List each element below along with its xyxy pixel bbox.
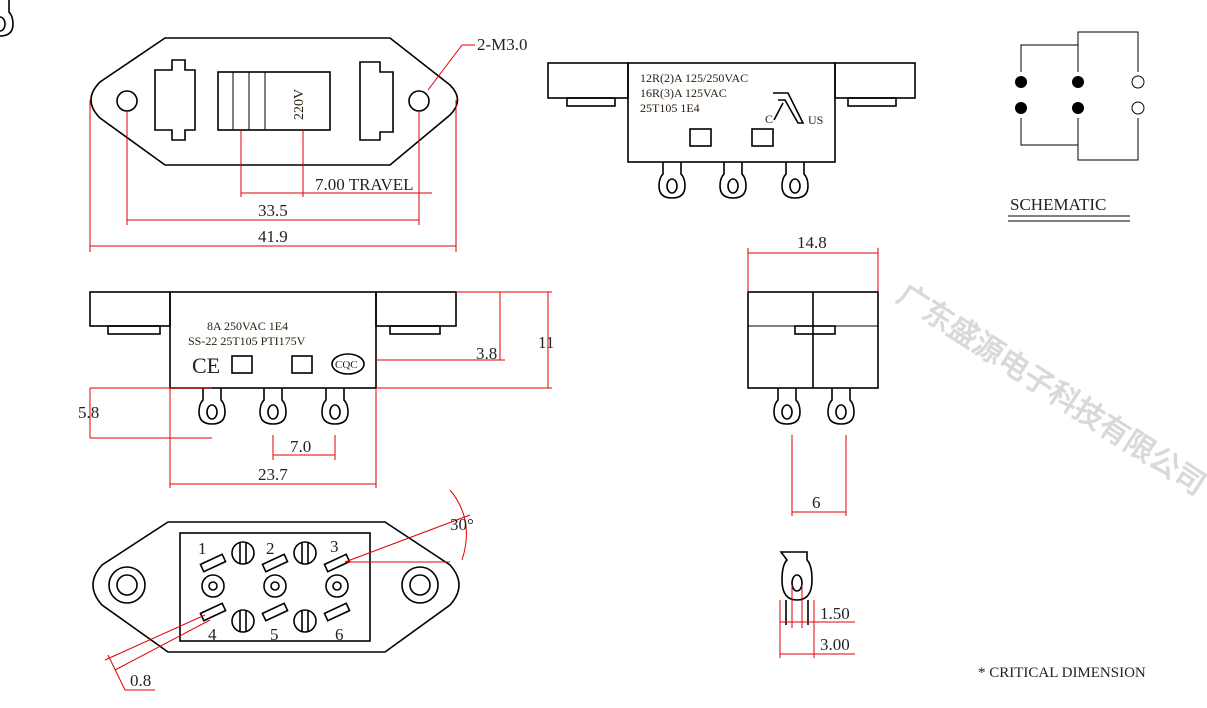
end-pitch-dimension: 6 xyxy=(812,493,821,512)
hole-callout: 2-M3.0 xyxy=(477,35,528,54)
side-label-line1: 8A 250VAC 1E4 xyxy=(207,319,288,333)
cert-us: US xyxy=(808,113,823,127)
pin-number: 6 xyxy=(335,625,344,644)
pin-number: 1 xyxy=(198,539,207,558)
front-label-line1: 12R(2)A 125/250VAC xyxy=(640,71,748,85)
side-label-line2: SS-22 25T105 PTI175V xyxy=(188,334,306,348)
side-view: 8A 250VAC 1E4 SS-22 25T105 PTI175V CE CQ… xyxy=(78,291,554,488)
watermark: 广东盛源电子科技有限公司 xyxy=(891,277,1207,502)
critical-dimension-note: * CRITICAL DIMENSION xyxy=(978,665,1146,681)
end-width-dimension: 14.8 xyxy=(797,233,827,252)
pitch-dimension: 7.0 xyxy=(290,437,311,456)
hole-span-dimension: 33.5 xyxy=(258,201,288,220)
ce-mark: CE xyxy=(192,353,220,378)
terminal-dimension: 5.8 xyxy=(78,403,99,422)
pin-number: 5 xyxy=(270,625,279,644)
overall-dimension: 41.9 xyxy=(258,227,288,246)
travel-dimension: 7.00 TRAVEL xyxy=(315,175,414,194)
front-label-line3: 25T105 1E4 xyxy=(640,101,700,115)
rating-label: 220V xyxy=(292,89,307,120)
flange-dimension: 3.8 xyxy=(476,344,497,363)
ul-mark-icon xyxy=(773,92,805,124)
top-view: 220V 7.00 TRAVEL 33.5 41.9 2-M3.0 xyxy=(89,35,528,252)
schematic-title: SCHEMATIC xyxy=(1010,195,1106,214)
front-label-line2: 16R(3)A 125VAC xyxy=(640,86,727,100)
cert-c: C xyxy=(765,112,773,126)
pin-number: 4 xyxy=(208,625,217,644)
height-dimension: 11 xyxy=(538,333,554,352)
bottom-view: 1 2 3 4 5 6 30° 0.8 xyxy=(92,489,474,691)
angle-dimension: 30° xyxy=(450,515,474,534)
schematic: SCHEMATIC xyxy=(1008,31,1145,222)
body-width-dimension: 23.7 xyxy=(258,465,288,484)
front-view: 12R(2)A 125/250VAC 16R(3)A 125VAC 25T105… xyxy=(0,0,916,199)
pin-number: 2 xyxy=(266,539,275,558)
end-view: 14.8 6 xyxy=(747,233,879,516)
thickness-dimension: 0.8 xyxy=(130,671,151,690)
terminal-detail: 1.50 3.00 xyxy=(779,551,855,658)
pin-number: 3 xyxy=(330,537,339,556)
cqc-mark: CQC xyxy=(335,359,358,371)
hole-dimension: 1.50 xyxy=(820,604,850,623)
terminal-width-dimension: 3.00 xyxy=(820,635,850,654)
